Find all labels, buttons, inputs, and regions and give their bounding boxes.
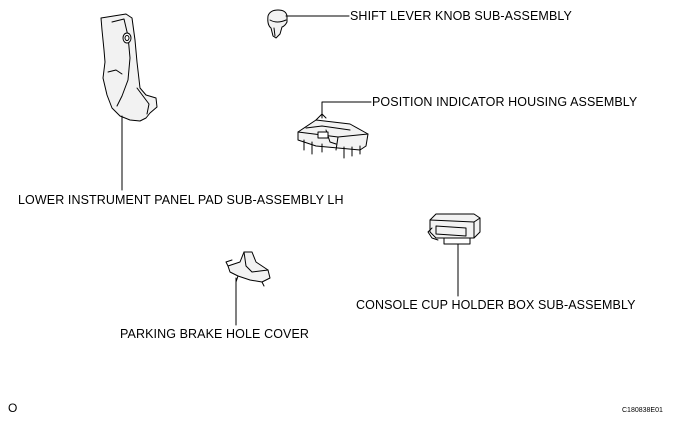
console-cup-holder-box-drawing [427,213,481,245]
corner-mark: O [8,401,18,415]
shift-lever-knob-drawing [267,9,288,39]
label-position-indicator-housing: POSITION INDICATOR HOUSING ASSEMBLY [372,95,638,109]
label-parking-brake-hole-cover: PARKING BRAKE HOLE COVER [120,327,310,341]
label-lower-instrument-panel-pad: LOWER INSTRUMENT PANEL PAD SUB-ASSEMBLY … [18,193,344,207]
label-console-cup-holder-box: CONSOLE CUP HOLDER BOX SUB-ASSEMBLY [356,298,636,312]
label-shift-lever-knob: SHIFT LEVER KNOB SUB-ASSEMBLY [350,9,572,23]
parking-brake-hole-cover-drawing [225,251,271,287]
position-indicator-housing-drawing [297,113,369,159]
leader-position-indicator-housing [321,101,372,119]
lower-instrument-panel-pad-drawing [100,13,158,122]
figure-code: C180838E01 [622,407,663,414]
